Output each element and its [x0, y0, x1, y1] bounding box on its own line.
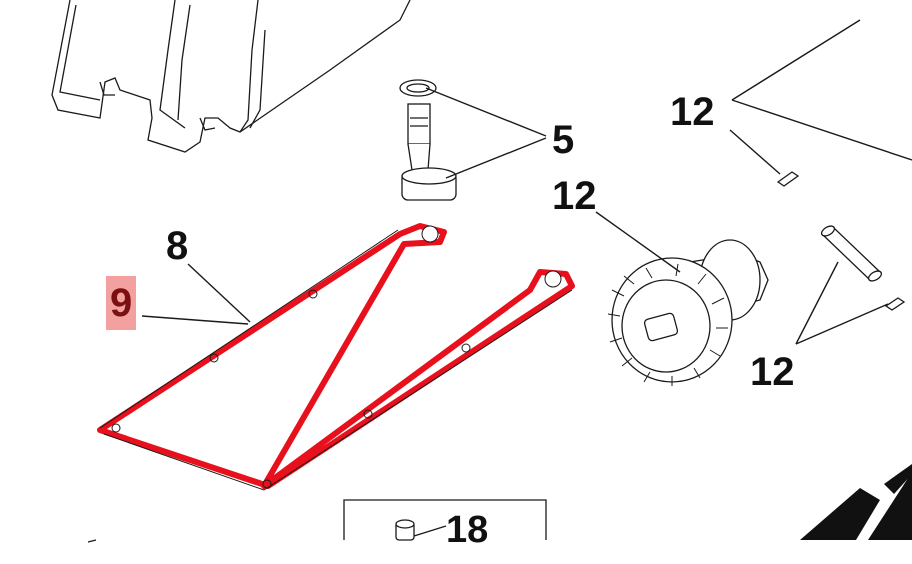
edge-mark [87, 539, 97, 543]
callout-9: 9 [106, 276, 137, 330]
callout-5: 5 [552, 118, 575, 162]
part-12-clips [776, 171, 906, 311]
callout-18: 18 [446, 509, 489, 551]
callout-12-pin: 12 [750, 350, 795, 394]
brand-logo-fragment [800, 464, 912, 540]
gasket-outline [99, 225, 573, 491]
housing-outline [51, 0, 411, 153]
leader-lines [141, 19, 912, 345]
callout-12-gear: 12 [552, 174, 597, 218]
gasket-part-8-9 [97, 223, 575, 489]
callout-8: 8 [166, 224, 189, 268]
part-12-bevel-gear [607, 239, 769, 386]
callout-12-top: 12 [670, 90, 715, 134]
part-12-pin [820, 225, 883, 282]
inset-box-part-18 [343, 499, 547, 541]
part-5-shaft [399, 79, 457, 201]
